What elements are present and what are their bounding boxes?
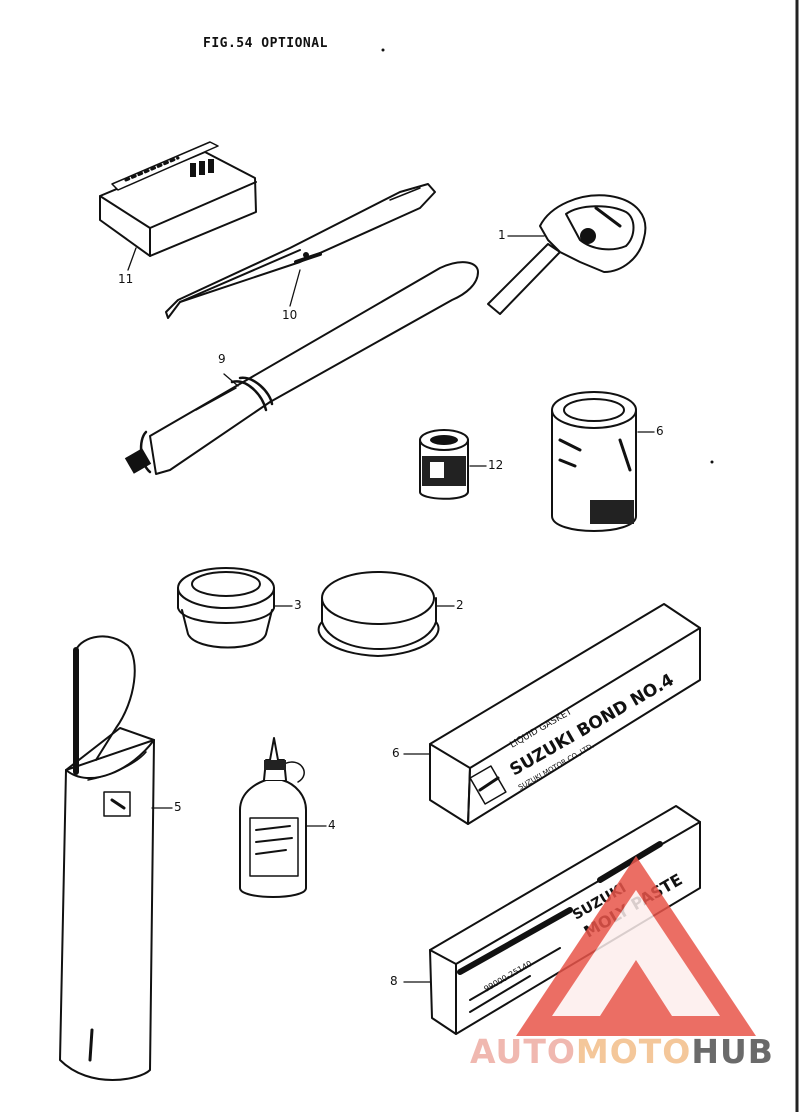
- round-tin-part-2: [317, 571, 440, 657]
- grease-gun-part-9: [124, 261, 479, 475]
- suzuki-bond-box-part-6: [429, 603, 701, 825]
- callout-1: 1: [498, 228, 506, 242]
- callout-6-box: 6: [392, 746, 400, 760]
- callout-11: 11: [118, 272, 134, 286]
- watermark-hub: HUB: [691, 1032, 774, 1071]
- callout-3: 3: [294, 598, 302, 612]
- callout-12: 12: [488, 458, 504, 472]
- callout-4: 4: [328, 818, 336, 832]
- watermark-moto: MOTO: [575, 1032, 692, 1071]
- callout-10: 10: [282, 308, 298, 322]
- tester-part-5: [59, 635, 155, 1081]
- moly-paste-box-part-8: [429, 805, 701, 1035]
- case-part-11: [99, 141, 257, 257]
- jar-part-3: [177, 567, 275, 649]
- watermark-text: AUTOMOTOHUB: [470, 1032, 774, 1071]
- callout-8: 8: [390, 974, 398, 988]
- small-can-part-12: [419, 429, 469, 500]
- large-can-part-6: [551, 391, 637, 532]
- watermark-triangle: [516, 856, 756, 1036]
- callout-9: 9: [218, 352, 226, 366]
- tire-lever-part-10: [165, 183, 436, 319]
- callout-5: 5: [174, 800, 182, 814]
- callout-2: 2: [456, 598, 464, 612]
- figure-title: FIG.54 OPTIONAL: [203, 36, 328, 51]
- callout-6-can: 6: [656, 424, 664, 438]
- leader-lines: [127, 235, 655, 983]
- key-part-1: [487, 194, 647, 315]
- watermark-auto: AUTO: [470, 1032, 576, 1071]
- oil-bottle-part-4: [239, 737, 307, 898]
